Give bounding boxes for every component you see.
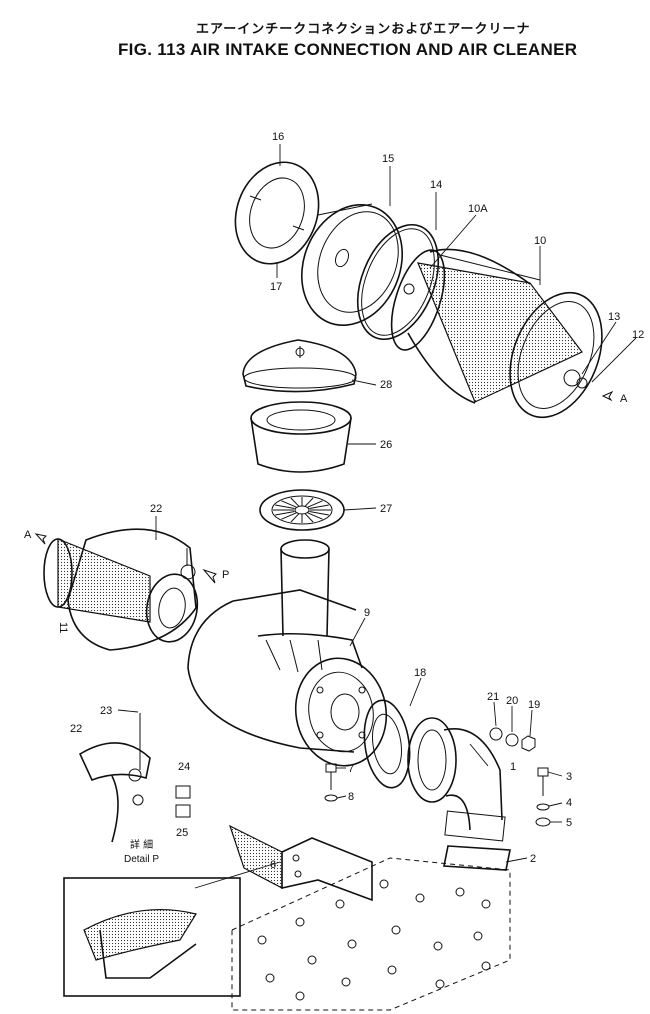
callout-22: 22	[150, 503, 162, 515]
arrow-p-icon	[202, 568, 217, 584]
head-bolt	[387, 965, 397, 975]
callout-10a: 10A	[468, 203, 488, 215]
callout-a-right: A	[620, 393, 628, 405]
head-bolt	[341, 977, 351, 987]
fin-blade	[307, 500, 323, 508]
engine-head-outline	[231, 857, 511, 1011]
mounting-bracket-part-6	[228, 824, 373, 902]
callout-9: 9	[364, 607, 370, 619]
detail-label: Detail P	[124, 854, 159, 865]
callout-labels: 16 17 15 14 10A 10 13 12 A 28 26 27 22 A…	[24, 131, 644, 871]
head-bolt	[435, 979, 445, 989]
callout-2: 2	[530, 853, 536, 865]
fin-blade	[290, 513, 300, 523]
intake-pipe	[280, 539, 330, 637]
fin-blade	[307, 512, 323, 520]
cover-part-15	[300, 203, 404, 327]
callout-13: 13	[608, 311, 620, 323]
callout-23: 23	[100, 705, 112, 717]
detail-p-bracket	[78, 713, 191, 843]
flange-gasket-part-18	[363, 699, 411, 789]
head-bolt	[307, 955, 317, 965]
callout-7: 7	[348, 763, 354, 775]
callout-19: 19	[528, 699, 540, 711]
filter-element-part-11	[43, 538, 151, 623]
head-bolt	[433, 941, 443, 951]
callout-14: 14	[430, 179, 442, 191]
head-bolt	[481, 961, 491, 971]
hardware-7-8	[324, 763, 338, 802]
figure-title-japanese: エアーインチークコネクションおよびエアークリーナ	[196, 22, 531, 37]
head-bolt	[335, 899, 345, 909]
fin-blade	[275, 511, 295, 516]
head-bolt	[265, 973, 275, 983]
callout-27: 27	[380, 503, 392, 515]
callout-6: 6	[270, 859, 276, 871]
callout-15: 15	[382, 153, 394, 165]
detail-inset-box	[63, 861, 281, 997]
callout-3: 3	[566, 771, 572, 783]
fin-blade	[304, 513, 314, 523]
callout-10: 10	[534, 235, 546, 247]
callout-18: 18	[414, 667, 426, 679]
leader-lines	[117, 144, 637, 863]
head-bolt	[379, 879, 389, 889]
head-bolt	[347, 939, 357, 949]
callout-12: 12	[632, 329, 644, 341]
clamp-ring-part-16-17	[234, 161, 320, 265]
head-bolt	[415, 893, 425, 903]
head-bolt	[481, 899, 491, 909]
callout-4: 4	[566, 797, 572, 809]
fin-blade	[281, 500, 297, 508]
intake-elbow-part-1	[407, 717, 506, 842]
fin-blade	[281, 512, 297, 520]
filter-element-part-10	[390, 248, 603, 419]
head-bolt	[455, 887, 465, 897]
head-bolt	[391, 925, 401, 935]
fin-blade	[290, 497, 300, 507]
fin-blade	[304, 497, 314, 507]
head-bolt	[295, 917, 305, 927]
fin-plate-part-27	[259, 489, 345, 531]
detail-label-japanese: 詳 細	[130, 838, 153, 851]
callout-21: 21	[487, 691, 499, 703]
callout-22b: 22	[70, 723, 82, 735]
callout-8: 8	[348, 791, 354, 803]
fin-blade	[309, 511, 329, 516]
callout-p: P	[222, 569, 229, 581]
hardware-19-20-21	[489, 727, 536, 752]
head-bolt	[473, 931, 483, 941]
hardware-3-4-5	[535, 767, 551, 827]
fin-blade	[309, 504, 329, 509]
callout-24: 24	[178, 761, 190, 773]
callout-11: 11	[57, 622, 69, 633]
callout-17: 17	[270, 281, 282, 293]
arrow-a-right-icon	[601, 390, 614, 402]
figure-title: FIG. 113 AIR INTAKE CONNECTION AND AIR C…	[118, 40, 578, 59]
head-bolt	[257, 935, 267, 945]
bowl-part-26	[250, 401, 352, 473]
callout-5: 5	[566, 817, 572, 829]
fin-blade	[275, 504, 295, 509]
callout-25: 25	[176, 827, 188, 839]
head-bolt	[295, 991, 305, 1001]
callout-26: 26	[380, 439, 392, 451]
callout-20: 20	[506, 695, 518, 707]
callout-a-left: A	[24, 529, 32, 541]
arrow-a-left-icon	[34, 533, 48, 545]
callout-28: 28	[380, 379, 392, 391]
callout-16: 16	[272, 131, 284, 143]
cap-part-28	[242, 339, 357, 393]
callout-1: 1	[510, 761, 516, 773]
